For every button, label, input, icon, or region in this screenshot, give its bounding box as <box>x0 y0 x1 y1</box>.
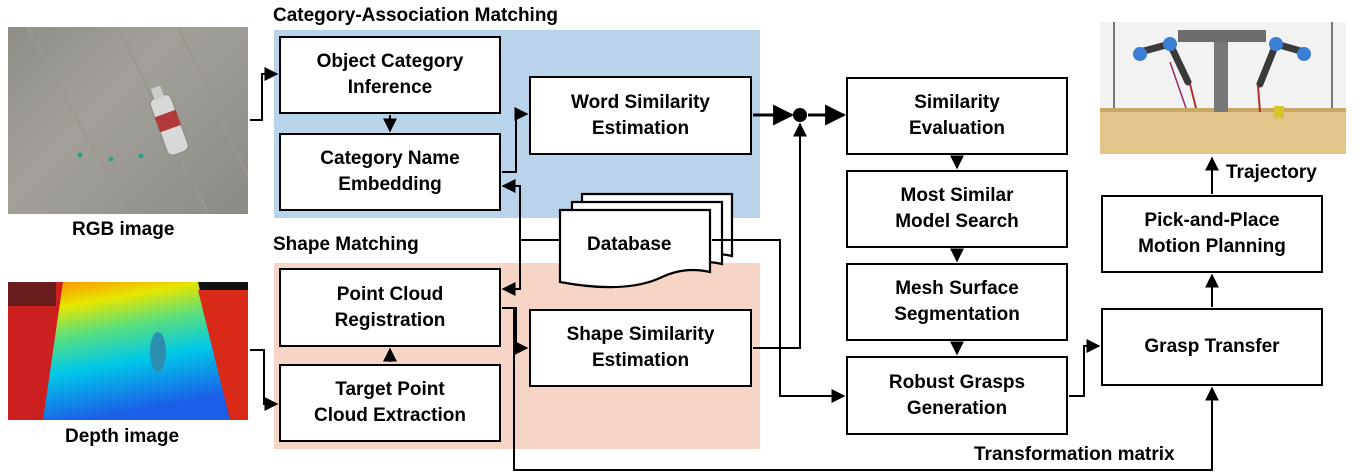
transformation-matrix-label: Transformation matrix <box>974 444 1175 465</box>
arrow-database-to-registration <box>501 239 560 296</box>
robot-trajectory-picture <box>1100 22 1346 154</box>
mesh-surface-segmentation-box: Mesh Surface Segmentation <box>846 263 1068 341</box>
rgb-image-caption: RGB image <box>72 219 175 240</box>
word-similarity-estimation-box: Word Similarity Estimation <box>529 76 752 155</box>
object-category-inference-box: Object Category Inference <box>279 36 501 114</box>
target-point-cloud-extraction-box: Target Point Cloud Extraction <box>279 364 501 442</box>
arrow-rgb-to-inference <box>250 67 279 121</box>
junction-node <box>793 108 807 122</box>
similarity-evaluation-box: Similarity Evaluation <box>846 77 1068 155</box>
most-similar-model-search-box: Most Similar Model Search <box>846 170 1068 248</box>
database-stack <box>558 192 734 289</box>
arrow-embedding-to-word <box>502 107 529 173</box>
trajectory-label: Trajectory <box>1226 162 1317 183</box>
category-name-embedding-box: Category Name Embedding <box>279 133 501 211</box>
bottle-object <box>149 85 189 156</box>
grasp-transfer-box: Grasp Transfer <box>1101 308 1323 386</box>
arrow-transformation-matrix <box>502 307 1219 471</box>
point-cloud-registration-box: Point Cloud Registration <box>279 268 501 347</box>
category-association-title: Category-Association Matching <box>273 5 559 26</box>
database-label: Database <box>587 234 672 255</box>
depth-image-caption: Depth image <box>65 426 180 447</box>
robust-grasps-generation-box: Robust Grasps Generation <box>846 356 1068 435</box>
rgb-scene <box>27 27 248 214</box>
database-page-front <box>558 208 712 289</box>
pick-and-place-motion-planning-box: Pick-and-Place Motion Planning <box>1101 195 1323 273</box>
shape-matching-title: Shape Matching <box>273 234 419 255</box>
arrow-robust-to-transfer <box>1069 339 1101 397</box>
depth-image-picture <box>8 282 248 420</box>
arrow-depth-to-extraction <box>250 349 279 411</box>
arrow-database-to-robust <box>712 239 846 403</box>
arrow-database-to-embedding <box>501 179 560 241</box>
robot-scene <box>1100 22 1346 154</box>
shape-similarity-estimation-box: Shape Similarity Estimation <box>529 309 752 387</box>
rgb-image-picture <box>8 27 248 214</box>
depth-scene <box>8 282 248 420</box>
arrow-shape-to-junction <box>753 122 807 349</box>
